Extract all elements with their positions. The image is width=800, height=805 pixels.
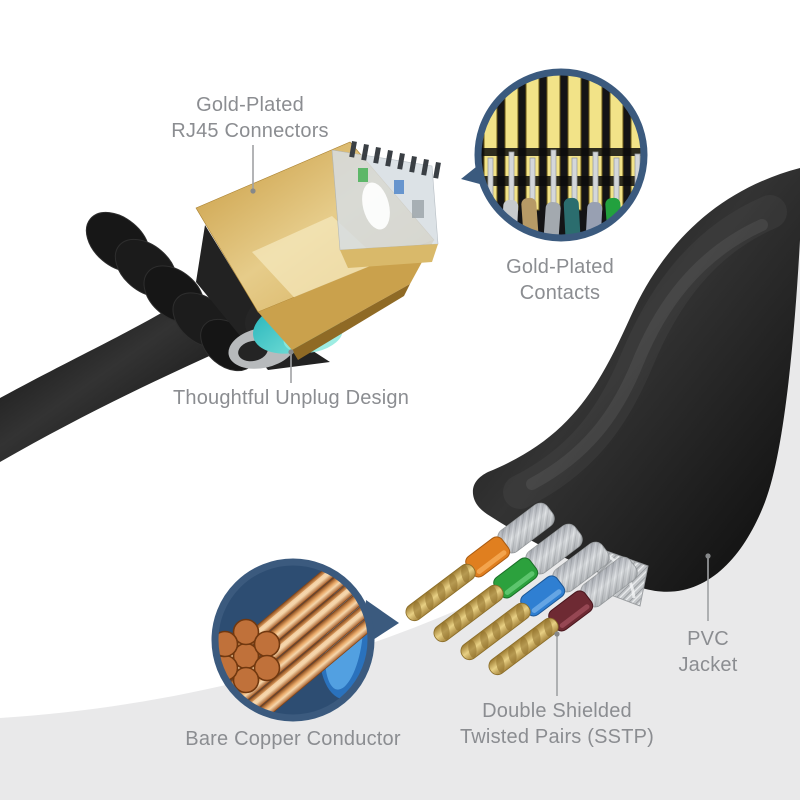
twisted-pair-blue bbox=[460, 541, 610, 661]
twisted-pair-green bbox=[433, 523, 583, 643]
stripped-twisted-pairs bbox=[405, 502, 649, 676]
contact-comb-teeth bbox=[349, 140, 441, 179]
clear-plastic-tip bbox=[331, 140, 441, 268]
gold-shield-underside bbox=[258, 240, 434, 350]
flat-cable bbox=[472, 168, 800, 592]
rj45-connector bbox=[0, 140, 441, 462]
floor-band bbox=[0, 232, 800, 800]
gold-shield-shadow-edge bbox=[292, 284, 410, 360]
leader-lines bbox=[252, 145, 709, 696]
twisted-pair-orange bbox=[405, 502, 555, 622]
twisted-pair-maroon bbox=[488, 556, 638, 676]
leader-dots bbox=[250, 188, 711, 637]
round-cable-tail bbox=[0, 308, 218, 462]
copper-inset-circle bbox=[211, 558, 399, 722]
contacts-inset-circle bbox=[461, 68, 648, 242]
